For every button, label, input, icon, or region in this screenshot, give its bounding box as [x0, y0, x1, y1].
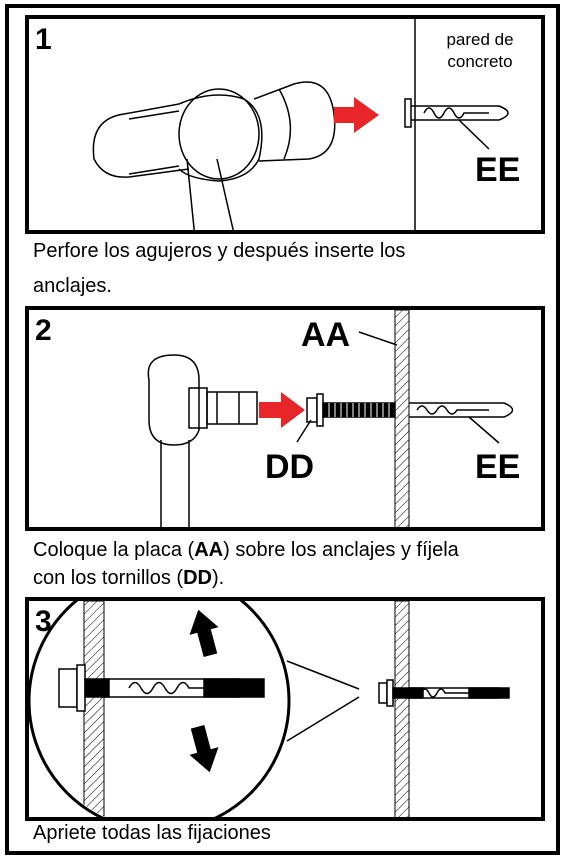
screw-icon	[306, 393, 396, 427]
plate-hatch	[394, 310, 410, 527]
hammer-icon	[92, 81, 336, 230]
step-1-illustration	[92, 19, 509, 230]
screw-label-dd: DD	[265, 448, 315, 486]
anchor-label-ee: EE	[475, 151, 521, 189]
magnifier-detail	[29, 601, 291, 817]
step-1-number: 1	[35, 23, 52, 56]
anchor-label-ee: EE	[475, 448, 521, 486]
step-2-illustration	[147, 310, 514, 527]
concrete-wall-label: pared de concreto	[446, 30, 514, 71]
arrow-down-icon	[189, 725, 219, 773]
wall-anchor-icon	[104, 678, 265, 698]
wall-anchor-icon	[404, 98, 509, 150]
step-1-panel: 1 pared de concreto EE	[25, 15, 545, 234]
plate-label-aa: AA	[301, 316, 351, 354]
screw-icon	[58, 664, 110, 712]
step-3-illustration	[29, 601, 510, 817]
step-2-caption-line1: Coloque la placa (AA) sobre los anclajes…	[33, 539, 459, 561]
step-2-number: 2	[35, 314, 52, 347]
screw-icon	[378, 679, 424, 707]
insert-arrow-icon	[259, 392, 305, 428]
wall-anchor-icon	[409, 402, 514, 444]
wall-anchor-icon	[409, 687, 510, 699]
step-2-caption-line2: con los tornillos (DD).	[33, 567, 225, 589]
arrow-up-icon	[189, 609, 219, 657]
step-2-panel: 2 AA DD EE	[25, 306, 545, 531]
insert-arrow-icon	[334, 97, 379, 133]
step-1-caption-line2: anclajes.	[33, 275, 112, 297]
step-3-panel: 3	[25, 597, 545, 821]
step-1-caption-line1: Perfore los agujeros y después inserte l…	[33, 240, 406, 262]
ratchet-wrench-icon	[147, 354, 258, 527]
step-3-caption: Apriete todas las fijaciones	[33, 822, 271, 844]
step-3-number: 3	[35, 605, 52, 638]
instruction-sheet	[5, 4, 560, 855]
plate-hatch	[394, 601, 410, 817]
